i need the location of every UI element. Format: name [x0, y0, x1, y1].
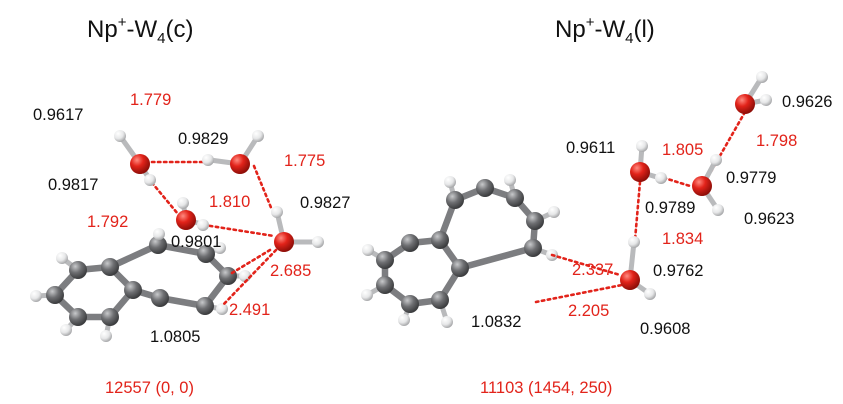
left-labels: 0.9617 1.779 0.9829 1.775 0.9817 1.810 0… — [33, 91, 350, 346]
left-carbon-atoms — [46, 236, 237, 326]
label-right-0-9626: 0.9626 — [782, 93, 832, 111]
left-ring-hydrogens — [30, 228, 251, 342]
caption-left: 12557 (0, 0) — [105, 379, 194, 397]
label-right-0-9608: 0.9608 — [640, 320, 690, 338]
label-left-2-685: 2.685 — [270, 262, 311, 280]
right-carbon-atoms — [376, 179, 544, 313]
label-right-0-9779: 0.9779 — [726, 169, 776, 187]
right-water-molecules — [620, 71, 772, 300]
label-right-1-798: 1.798 — [756, 132, 797, 150]
label-right-0-9762: 0.9762 — [653, 262, 703, 280]
label-left-1-779: 1.779 — [130, 91, 171, 109]
label-left-0-9829: 0.9829 — [178, 130, 228, 148]
label-right-1-805: 1.805 — [662, 141, 703, 159]
right-ring-hydrogens — [361, 174, 560, 328]
label-left-1-0805: 1.0805 — [150, 328, 200, 346]
label-left-0-9817: 0.9817 — [48, 176, 98, 194]
label-left-0-9827: 0.9827 — [300, 194, 350, 212]
caption-right: 11103 (1454, 250) — [480, 379, 612, 397]
label-right-1-0832: 1.0832 — [471, 313, 521, 331]
label-left-2-491: 2.491 — [229, 301, 270, 319]
label-right-2-337: 2.337 — [572, 261, 613, 279]
label-right-0-9623: 0.9623 — [744, 210, 794, 228]
label-left-1-775: 1.775 — [284, 152, 325, 170]
panel-title-left: Np+-W4(c) — [87, 14, 193, 47]
label-right-0-9789: 0.9789 — [645, 199, 695, 217]
label-right-2-205: 2.205 — [568, 302, 609, 320]
label-right-0-9611: 0.9611 — [566, 139, 615, 157]
label-left-0-9801: 0.9801 — [171, 233, 221, 251]
label-left-0-9617: 0.9617 — [33, 106, 83, 124]
left-water-molecules — [114, 130, 324, 252]
right-labels: 0.9626 0.9611 1.805 1.798 0.9779 0.9789 … — [471, 93, 832, 338]
panel-title-right: Np+-W4(l) — [555, 14, 655, 47]
label-left-1-810: 1.810 — [209, 193, 250, 211]
label-left-1-792: 1.792 — [87, 213, 128, 231]
label-right-1-834: 1.834 — [662, 230, 703, 248]
